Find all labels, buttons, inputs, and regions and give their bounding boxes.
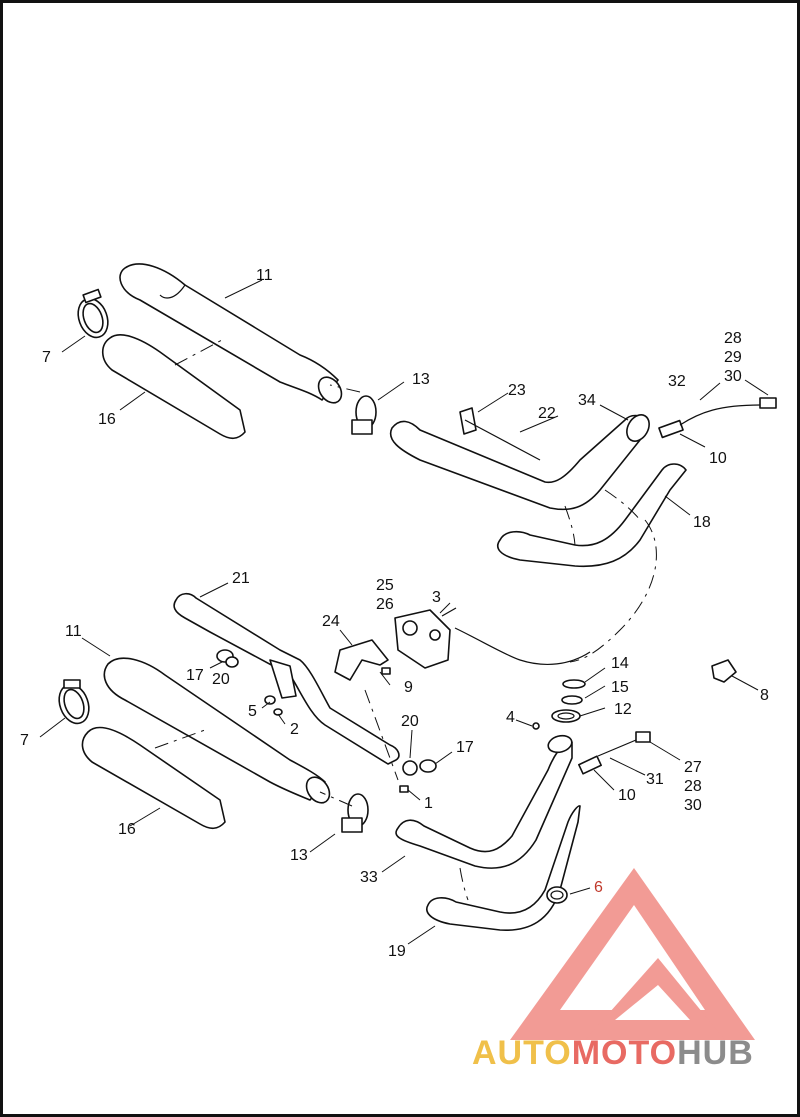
label-16-upper: 16 [98,411,116,428]
label-10-lower: 10 [618,787,636,804]
label-30-upper: 30 [724,368,742,385]
label-26: 26 [376,596,394,613]
lower-clamp [58,679,90,725]
label-19: 19 [388,943,406,960]
label-27: 27 [684,759,702,776]
upper-muffler-clamp [351,395,377,435]
label-4: 4 [506,709,515,726]
label-22: 22 [538,405,556,422]
label-32: 32 [668,373,686,390]
label-13-upper: 13 [412,371,430,388]
label-15: 15 [611,679,629,696]
label-7-lower: 7 [20,732,29,749]
label-20-right: 20 [401,713,419,730]
label-23: 23 [508,382,526,399]
front-header-heat-shield [426,805,581,931]
label-24: 24 [322,613,340,630]
label-28-lower: 28 [684,778,702,795]
label-34: 34 [578,392,596,409]
label-11-lower: 11 [65,623,82,640]
rear-header-heat-shield [496,463,687,568]
label-31: 31 [646,771,664,788]
automotohub-wordmark: AUTOMOTOHUB [472,1034,754,1073]
mounting-bracket [173,592,400,765]
label-29: 29 [724,349,742,366]
upper-oxygen-sensor [658,397,777,439]
exhaust-valve-actuator [394,609,451,669]
label-14: 14 [611,655,629,672]
label-21: 21 [232,570,250,587]
label-20-left: 20 [212,671,230,688]
automotohub-logo [510,868,755,1040]
label-10-upper: 10 [709,450,727,467]
assembly-lines [154,339,657,901]
label-30-lower: 30 [684,797,702,814]
label-7-upper: 7 [42,349,51,366]
actuator-bracket [334,639,389,681]
front-header-pipe [395,734,573,869]
small-clamp [546,886,568,904]
label-18: 18 [693,514,711,531]
label-1: 1 [424,795,433,812]
label-2: 2 [290,721,299,738]
leader-lines [39,279,769,945]
label-3: 3 [432,589,441,606]
label-6: 6 [594,879,603,896]
wordmark-hub: HUB [677,1034,754,1072]
grommet [711,659,737,683]
upper-clamp [77,288,109,339]
wordmark-moto: MOTO [571,1034,678,1072]
label-28-upper: 28 [724,330,742,347]
label-9: 9 [404,679,413,696]
label-33: 33 [360,869,378,886]
small-hardware [216,607,540,793]
lower-muffler [103,657,331,804]
header-gaskets [551,679,586,723]
upper-bracket [459,407,541,461]
label-8: 8 [760,687,769,704]
label-11-upper: 11 [256,267,273,284]
actuator-cable [454,627,591,665]
part-labels: 11 7 16 13 23 22 34 28 29 30 32 10 18 21… [20,267,769,960]
label-17-right: 17 [456,739,474,756]
label-25: 25 [376,577,394,594]
label-12: 12 [614,701,632,718]
rear-header-pipe [389,414,650,511]
label-17-left: 17 [186,667,204,684]
upper-muffler [119,263,343,404]
label-5: 5 [248,703,257,720]
wordmark-auto: AUTO [472,1034,572,1072]
lower-heat-shield [81,726,226,830]
label-16-lower: 16 [118,821,136,838]
lower-muffler-clamp [341,793,369,833]
upper-heat-shield [101,334,246,440]
lower-oxygen-sensor [578,731,651,775]
label-13-lower: 13 [290,847,308,864]
